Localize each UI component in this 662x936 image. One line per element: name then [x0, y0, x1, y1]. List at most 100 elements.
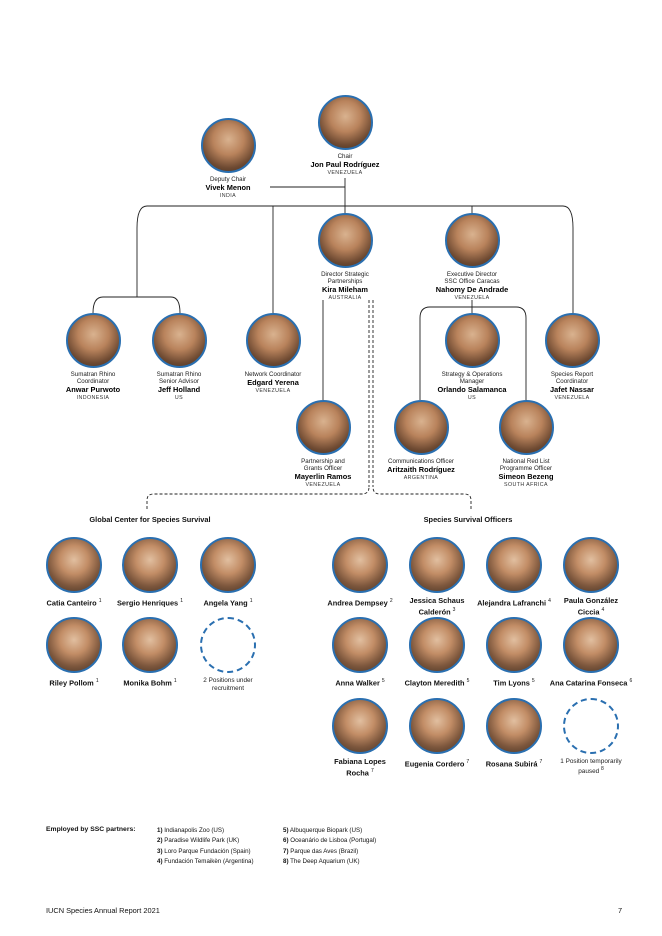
deputy-chair-role: Deputy Chair	[209, 176, 247, 183]
jessica-photo	[409, 537, 465, 593]
eugenia-name: Eugenia Cordero 7	[404, 759, 470, 769]
org-node-sumatran-rhino-senior-advisor: Sumatran Rhino Senior Advisor Jeff Holla…	[119, 313, 239, 402]
andrea-photo	[332, 537, 388, 593]
deputy-chair-photo	[200, 118, 256, 173]
org-node-communications-officer: Communications Officer Aritzaith Rodrígu…	[361, 400, 481, 482]
partner-item: 7) Parque das Aves (Brazil)	[283, 847, 359, 855]
catia-photo	[46, 537, 102, 593]
staff-riley: Riley Pollom 1	[29, 617, 119, 688]
edgard-country: VENEZUELA	[255, 388, 291, 395]
partner-item: 6) Oceanário de Lisboa (Portugal)	[283, 837, 377, 845]
aritzaith-photo	[393, 400, 449, 455]
jessica-name: Jessica Schaus Calderón 3	[409, 596, 465, 617]
simeon-country: SOUTH AFRICA	[504, 482, 548, 489]
anwar-country: INDONESIA	[76, 395, 110, 402]
tim-photo	[486, 617, 542, 673]
monika-photo	[122, 617, 178, 673]
eugenia-photo	[409, 698, 465, 754]
staff-eugenia: Eugenia Cordero 7	[392, 698, 482, 769]
kira-country: AUSTRALIA	[328, 295, 362, 302]
simeon-name: Simeon Bezeng	[498, 472, 554, 482]
nahomy-name: Nahomy De Andrade	[435, 285, 509, 295]
clayton-name: Clayton Meredith 5	[404, 678, 470, 688]
mayerlin-role: Partnership and Grants Officer	[301, 458, 345, 473]
org-node-species-report-coordinator: Species Report Coordinator Jafet Nassar …	[512, 313, 632, 402]
staff-monika: Monika Bohm 1	[105, 617, 195, 688]
kira-photo	[317, 213, 373, 268]
orlando-role: Strategy & Operations Manager	[441, 371, 503, 386]
fabiana-name: Fabiana Lopes Rocha 7	[334, 757, 386, 778]
staff-angela: Angela Yang 1	[183, 537, 273, 608]
chair-photo	[317, 95, 373, 150]
riley-photo	[46, 617, 102, 673]
jafet-role: Species Report Coordinator	[550, 371, 594, 386]
nahomy-country: VENEZUELA	[454, 295, 490, 302]
rosana-name: Rosana Subirá 7	[485, 759, 543, 769]
org-node-national-red-list-officer: National Red List Programme Officer Sime…	[466, 400, 586, 489]
clayton-photo	[409, 617, 465, 673]
anwar-photo	[65, 313, 121, 368]
orlando-country: US	[467, 395, 477, 402]
anwar-role: Sumatran Rhino Coordinator	[70, 371, 116, 386]
catia-name: Catia Canteiro 1	[46, 598, 102, 608]
deputy-chair-country: INDIA	[219, 193, 237, 200]
jeff-photo	[151, 313, 207, 368]
angela-photo	[200, 537, 256, 593]
anwar-name: Anwar Purwoto	[65, 385, 121, 395]
org-node-sumatran-rhino-coordinator: Sumatran Rhino Coordinator Anwar Purwoto…	[33, 313, 153, 402]
edgard-role: Network Coordinator	[244, 371, 302, 378]
paused-position-circle	[563, 698, 619, 754]
alejandra-name: Alejandra Lafranchi 4	[477, 598, 551, 608]
orlando-photo	[444, 313, 500, 368]
jafet-photo	[544, 313, 600, 368]
org-node-executive-director: Executive Director SSC Office Caracas Na…	[412, 213, 532, 302]
anna-name: Anna Walker 5	[335, 678, 385, 688]
jafet-name: Jafet Nassar	[550, 385, 594, 395]
jafet-country: VENEZUELA	[554, 395, 590, 402]
kira-name: Kira Mileham	[321, 285, 368, 295]
angela-name: Angela Yang 1	[203, 598, 253, 608]
partner-item: 3) Loro Parque Fundación (Spain)	[157, 847, 251, 855]
mayerlin-name: Mayerlin Ramos	[294, 472, 352, 482]
partner-item: 2) Paradise Wildlife Park (UK)	[157, 837, 240, 845]
chair-role: Chair	[337, 153, 353, 160]
kira-role: Director Strategic Partnerships	[321, 271, 369, 286]
staff-catia: Catia Canteiro 1	[29, 537, 119, 608]
species-survival-officers-title: Species Survival Officers	[423, 515, 513, 524]
staff-rosana: Rosana Subirá 7	[469, 698, 559, 769]
staff-fabiana: Fabiana Lopes Rocha 7	[315, 698, 405, 778]
position-paused-note: 1 Position temporarily paused 8	[560, 758, 622, 775]
org-node-chair: Chair Jon Paul Rodríguez VENEZUELA	[285, 95, 405, 177]
aritzaith-country: ARGENTINA	[403, 475, 439, 482]
org-node-partnership-grants-officer: Partnership and Grants Officer Mayerlin …	[263, 400, 383, 489]
nahomy-role: Executive Director SSC Office Caracas	[444, 271, 500, 286]
orlando-name: Orlando Salamanca	[437, 385, 507, 395]
org-node-network-coordinator: Network Coordinator Edgard Yerena VENEZU…	[213, 313, 333, 395]
partners-list-left: 1) Indianapolis Zoo (US) 2) Paradise Wil…	[157, 826, 254, 867]
footer-title: IUCN Species Annual Report 2021	[46, 906, 160, 915]
jeff-name: Jeff Holland	[157, 385, 201, 395]
sergio-photo	[122, 537, 178, 593]
ana-name: Ana Catarina Fonseca 6	[549, 678, 633, 688]
partner-item: 5) Albuquerque Biopark (US)	[283, 827, 363, 834]
staff-jessica: Jessica Schaus Calderón 3	[392, 537, 482, 617]
sergio-name: Sergio Henriques 1	[116, 598, 184, 608]
fabiana-photo	[332, 698, 388, 754]
staff-tim: Tim Lyons 5	[469, 617, 559, 688]
partner-item: 8) The Deep Aquarium (UK)	[283, 857, 360, 865]
partners-label: Employed by SSC partners:	[46, 826, 136, 833]
alejandra-photo	[486, 537, 542, 593]
simeon-role: National Red List Programme Officer	[499, 458, 553, 473]
org-node-strategy-operations-manager: Strategy & Operations Manager Orlando Sa…	[412, 313, 532, 402]
staff-paula: Paula González Ciccia 4	[546, 537, 636, 617]
jeff-country: US	[174, 395, 184, 402]
staff-andrea: Andrea Dempsey 2	[315, 537, 405, 608]
paula-name: Paula González Ciccia 4	[563, 596, 619, 617]
riley-name: Riley Pollom 1	[49, 678, 99, 688]
aritzaith-name: Aritzaith Rodríguez	[387, 465, 455, 475]
tim-name: Tim Lyons 5	[493, 678, 535, 688]
staff-anna: Anna Walker 5	[315, 617, 405, 688]
simeon-photo	[498, 400, 554, 455]
mayerlin-photo	[295, 400, 351, 455]
